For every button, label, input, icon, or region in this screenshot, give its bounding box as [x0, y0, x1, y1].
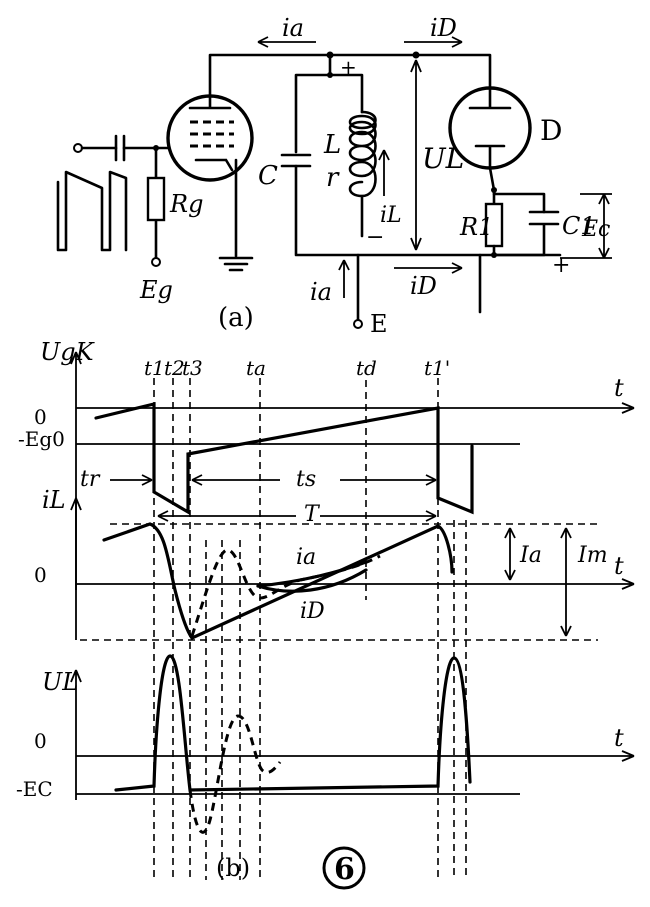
il-t-label: t [614, 552, 624, 580]
tank-top-node [327, 72, 333, 78]
iD-curve-label: iD [300, 599, 325, 624]
label-r: r [326, 163, 340, 193]
Ia-arrow [504, 527, 516, 581]
Im-label: Im [577, 543, 608, 568]
ul-axis-label: UL [42, 668, 78, 696]
label-ia-top: ia [282, 14, 304, 42]
ul-vertical-axis [70, 669, 82, 800]
ugk-zero-label: 0 [34, 405, 47, 429]
grid-resistor [146, 176, 166, 222]
ts-arrow [191, 474, 437, 486]
label-r1: R1 [459, 213, 493, 241]
time-label-t2: t2 [164, 356, 185, 380]
ia-curve [256, 560, 368, 588]
label-iD-bottom: iD [410, 272, 437, 300]
coil-inductor [348, 110, 377, 198]
label-iD-top: iD [430, 14, 457, 42]
time-label-ta: ta [246, 356, 266, 380]
il-zero-label: 0 [34, 563, 47, 587]
ul-time-axis [76, 750, 635, 762]
ia-curve-label: ia [296, 545, 316, 570]
iD-top-arrow [404, 36, 463, 48]
il-vertical-axis [70, 497, 82, 640]
input-pulse-waveform [56, 170, 128, 252]
label-d: D [540, 114, 562, 147]
ul-ec-label: -EC [16, 777, 53, 801]
iL-arrow [378, 149, 390, 196]
figure-number-circle [322, 846, 366, 890]
label-minus: − [366, 225, 384, 250]
il-axis-label: iL [42, 486, 66, 514]
ul-waveform [114, 654, 472, 792]
diode-cathode-node [491, 187, 497, 193]
iD-curve [256, 568, 368, 593]
pentode-plate [188, 94, 232, 110]
tank-capacitor-lower-wire [294, 164, 482, 314]
time-label-t1-prime: t1' [424, 356, 450, 380]
tr-arrow [110, 474, 153, 486]
il-time-axis [76, 578, 635, 590]
figure-number: 6 [334, 852, 355, 887]
label-plus-right: + [552, 253, 570, 278]
T-label: T [304, 502, 321, 527]
time-label-td: td [356, 356, 377, 380]
iD-bottom-arrow [394, 262, 463, 274]
rc-top-wire [492, 192, 546, 214]
plate-wire [208, 53, 492, 98]
ul-dashed-oscillation [188, 714, 282, 834]
tr-label: tr [80, 467, 101, 492]
ul-zero-label: 0 [34, 729, 47, 753]
label-iL: iL [380, 203, 402, 228]
part-b-caption: (b) [216, 854, 250, 882]
label-c1: C1 [562, 212, 596, 240]
ugk-axis-label: UgK [40, 338, 96, 366]
ia-dashed-oscillation [190, 548, 381, 637]
label-plus-top: + [340, 55, 357, 79]
diode-cathode-wire [488, 166, 496, 206]
ugk-eg0-label: -Eg0 [18, 427, 65, 451]
time-label-t3: t3 [182, 356, 203, 380]
label-eg: Eg [139, 276, 173, 304]
ugk-t-label: t [614, 374, 624, 402]
label-c: C [258, 161, 278, 191]
Im-arrow [560, 527, 572, 637]
waveform-diagrams: t1 t2 t3 ta td t1' UgK t 0 -Eg0 tr ts iL… [16, 338, 635, 890]
label-ia-bottom: ia [310, 278, 332, 306]
eg-terminal [151, 257, 161, 267]
tank-capacitor [280, 153, 312, 168]
ugk-time-axis [76, 402, 635, 414]
tank-top-wire [294, 53, 364, 154]
Ia-label: Ia [519, 543, 542, 568]
ul-arrow [410, 59, 422, 251]
ia-top-arrow [257, 36, 316, 48]
ugk-waveform [94, 401, 474, 515]
ground-symbol [218, 256, 254, 272]
label-l: L [323, 130, 341, 160]
ec-arrow [560, 193, 612, 259]
label-e: E [370, 310, 388, 338]
label-rg: Rg [169, 190, 203, 218]
top-node-right [412, 51, 420, 59]
diode-cathode [474, 144, 506, 170]
ts-label: ts [296, 467, 316, 492]
diode-plate [468, 86, 512, 110]
pentode-cathode [194, 158, 234, 172]
ul-t-label: t [614, 724, 624, 752]
T-arrow [157, 510, 437, 522]
circuit-diagram: Rg Eg ia iD + C L r iL − [56, 14, 612, 338]
capacitor-c1 [492, 210, 560, 257]
part-a-caption: (a) [218, 303, 254, 333]
ia-bottom-arrow [338, 259, 350, 298]
e-terminal [353, 319, 363, 329]
time-label-t1: t1 [144, 356, 165, 380]
label-ec: Ec [581, 217, 610, 242]
il-waveform [102, 522, 454, 640]
